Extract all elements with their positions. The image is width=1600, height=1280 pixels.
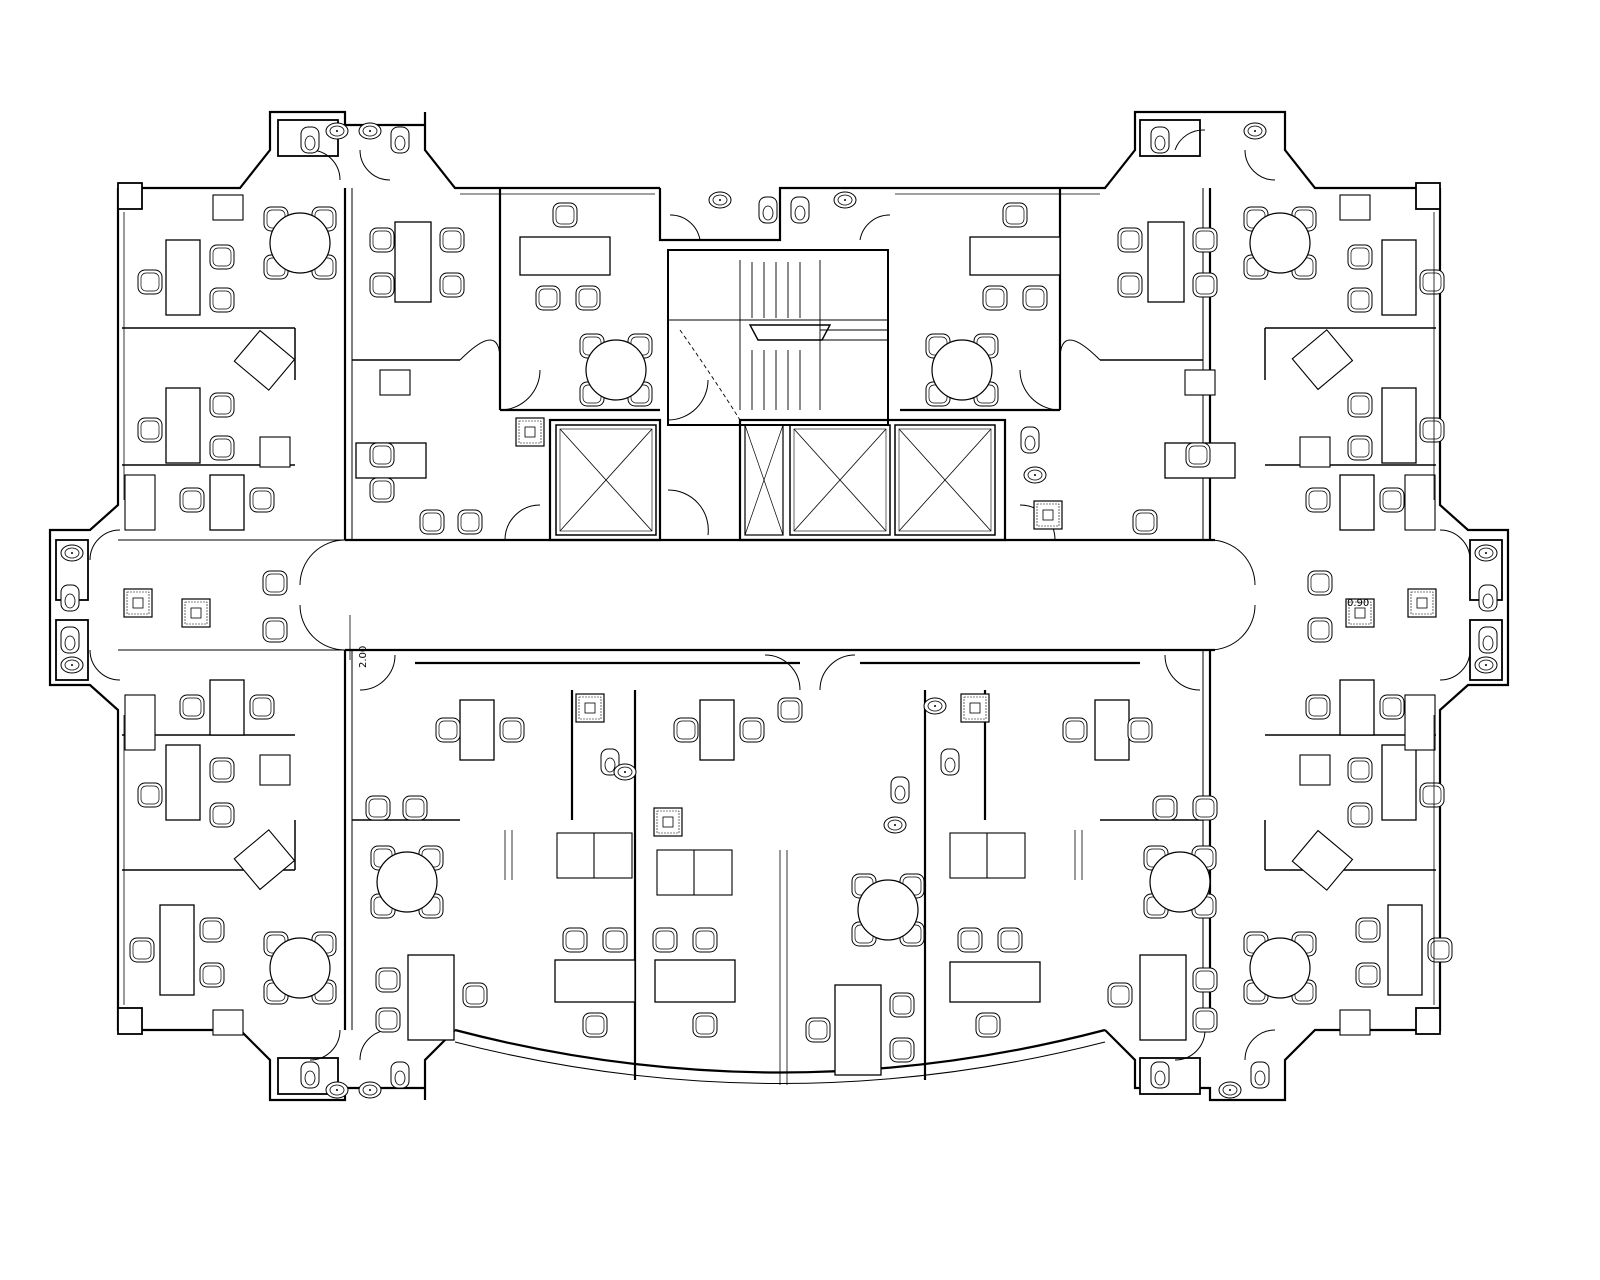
window-lines bbox=[123, 193, 1435, 1085]
desks bbox=[159, 221, 1423, 1076]
interior-walls bbox=[118, 188, 1436, 1080]
sofas-and-cabinets bbox=[124, 194, 1436, 1036]
round-tables bbox=[264, 207, 1316, 1004]
right-annotation-label: 0.90 bbox=[1347, 598, 1369, 609]
elevators bbox=[555, 424, 996, 536]
sink-units bbox=[123, 417, 1437, 837]
door-swings bbox=[89, 129, 1471, 1061]
corridor-width-label: 2.00 bbox=[358, 646, 369, 668]
staircase bbox=[679, 260, 888, 421]
